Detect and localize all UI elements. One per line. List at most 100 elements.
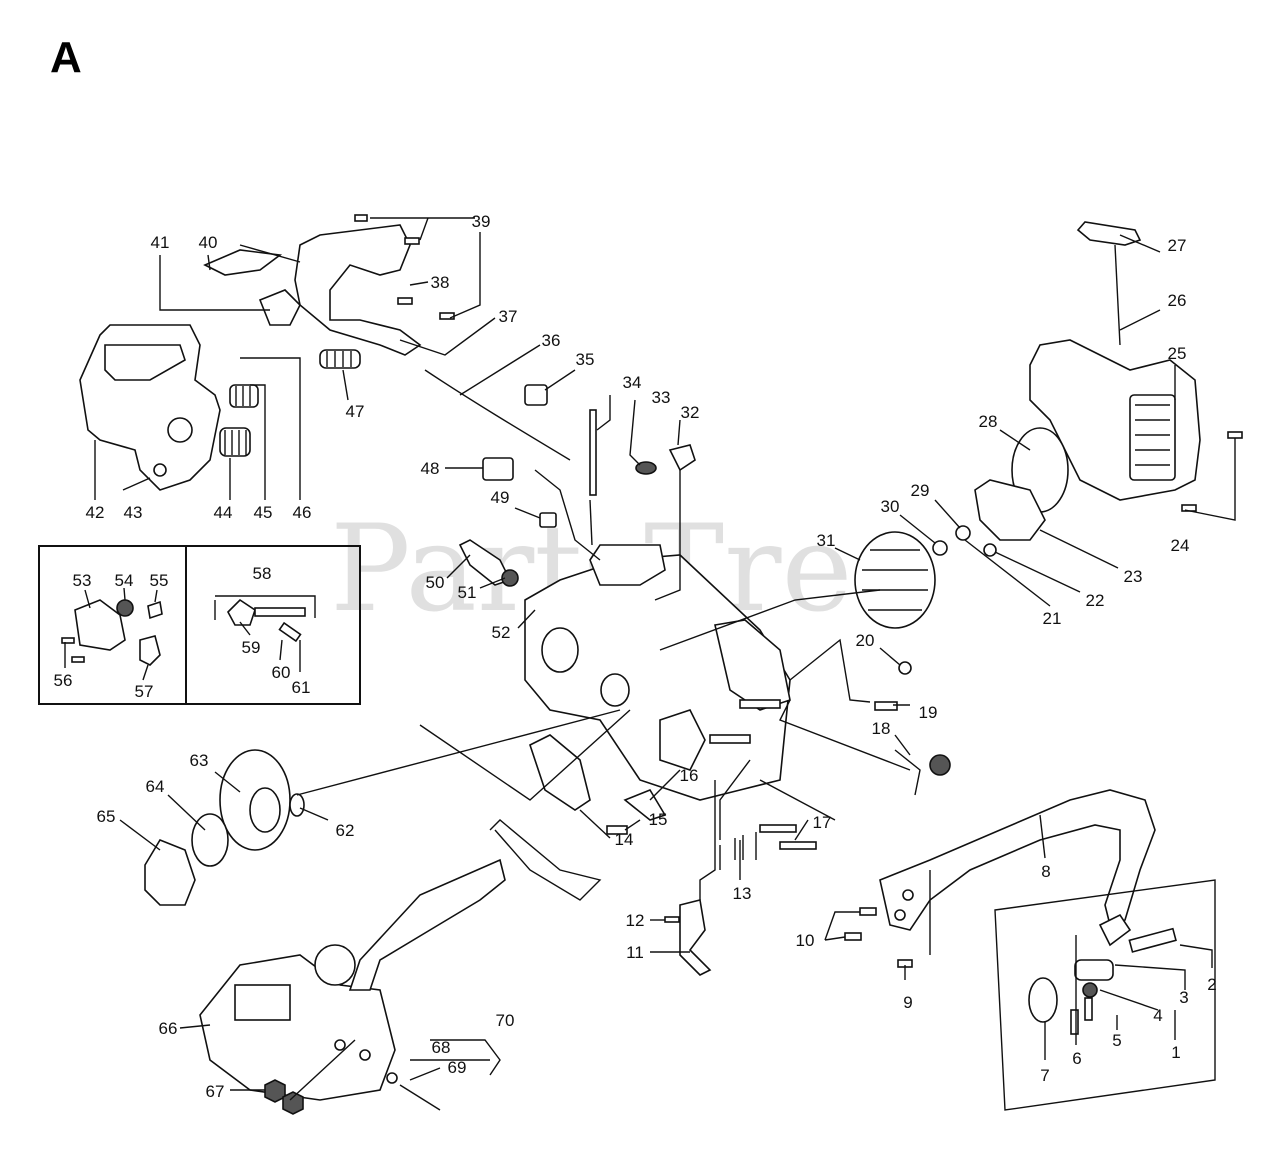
- part-32-drawing: [668, 444, 696, 472]
- inset-box-right: [185, 545, 361, 705]
- callout-7: 7: [1040, 1066, 1049, 1085]
- callout-54: 54: [115, 571, 134, 590]
- part-35-drawing: [524, 384, 548, 406]
- sprocket-cover-drawing: [199, 858, 506, 1101]
- callout-33: 33: [652, 388, 671, 407]
- callout-62: 62: [336, 821, 355, 840]
- callout-42: 42: [86, 503, 105, 522]
- callout-14: 14: [615, 830, 634, 849]
- starter-pawl-23-drawing: [974, 479, 1046, 541]
- callout-21: 21: [1043, 609, 1062, 628]
- callout-4: 4: [1153, 1006, 1162, 1025]
- part-49-drawing: [539, 512, 557, 528]
- callout-58: 58: [253, 564, 272, 583]
- part-33-drawing: [635, 461, 657, 475]
- callout-50: 50: [426, 573, 445, 592]
- callout-46: 46: [293, 503, 312, 522]
- callout-11: 11: [626, 943, 644, 962]
- callout-43: 43: [124, 503, 143, 522]
- callout-2: 2: [1207, 975, 1216, 994]
- callout-65: 65: [97, 807, 116, 826]
- clutch-65-drawing: [144, 839, 196, 906]
- callout-59: 59: [242, 638, 261, 657]
- part-51-drawing: [501, 569, 519, 587]
- handle-assembly-drawing: [203, 214, 455, 356]
- part-20-drawing: [898, 661, 912, 675]
- callout-38: 38: [431, 273, 450, 292]
- washer-68-drawing: [386, 1072, 398, 1084]
- clutch-drum-63-inner: [249, 787, 281, 833]
- callout-27: 27: [1168, 236, 1187, 255]
- rear-handle-drawing: [79, 324, 221, 491]
- callout-63: 63: [190, 751, 209, 770]
- callout-37: 37: [499, 307, 518, 326]
- callout-26: 26: [1168, 291, 1187, 310]
- callout-47: 47: [346, 402, 365, 421]
- callout-20: 20: [856, 631, 875, 650]
- part-6-drawing: [1070, 1009, 1079, 1035]
- callout-23: 23: [1124, 567, 1143, 586]
- nut-67a-drawing: [264, 1079, 286, 1103]
- callout-28: 28: [979, 412, 998, 431]
- callout-1: 1: [1171, 1043, 1180, 1062]
- part-19-drawing: [874, 701, 898, 711]
- callout-6: 6: [1072, 1049, 1081, 1068]
- bolt-69-drawing: [399, 1084, 441, 1111]
- crankcase-drawing: [524, 544, 791, 801]
- callout-8: 8: [1041, 862, 1050, 881]
- callout-31: 31: [817, 531, 836, 550]
- screw-10b-drawing: [844, 932, 862, 941]
- part-30-drawing: [932, 540, 948, 556]
- callout-32: 32: [681, 403, 700, 422]
- screw-10a-drawing: [859, 907, 877, 916]
- part-48-drawing: [482, 457, 514, 481]
- callout-68: 68: [432, 1038, 451, 1057]
- part-18b-drawing: [929, 754, 951, 776]
- hand-guard-drawing: [879, 789, 1156, 931]
- spring-drawings: [219, 384, 259, 457]
- callout-53: 53: [73, 571, 92, 590]
- part-11-drawing: [679, 899, 712, 976]
- part-18-drawing: [894, 749, 921, 796]
- part-34-rod: [589, 409, 597, 496]
- plate-2-drawing: [1128, 927, 1177, 953]
- callout-69: 69: [448, 1058, 467, 1077]
- callout-35: 35: [576, 350, 595, 369]
- callout-51: 51: [458, 583, 477, 602]
- bolt-17b-drawing: [779, 841, 817, 850]
- callout-34: 34: [623, 373, 642, 392]
- callout-57: 57: [135, 682, 154, 701]
- callout-24: 24: [1171, 536, 1190, 555]
- callout-25: 25: [1168, 344, 1187, 363]
- spring-3-drawing: [1074, 959, 1114, 981]
- washer-64-drawing: [191, 813, 229, 867]
- callout-18: 18: [872, 719, 891, 738]
- part-22-drawing: [983, 543, 997, 557]
- callout-17: 17: [813, 813, 832, 832]
- callout-9: 9: [903, 993, 912, 1012]
- callout-29: 29: [911, 481, 930, 500]
- callout-67: 67: [206, 1082, 225, 1101]
- callout-70: 70: [496, 1011, 515, 1030]
- part-drawings: [79, 214, 1243, 1115]
- bolt-17a-drawing: [759, 824, 797, 833]
- callout-41: 41: [151, 233, 170, 252]
- callout-5: 5: [1112, 1031, 1121, 1050]
- screw-12-drawing: [664, 916, 680, 923]
- callout-66: 66: [159, 1019, 178, 1038]
- part-29-drawing: [955, 525, 971, 541]
- nut-67b-drawing: [282, 1091, 304, 1115]
- callout-22: 22: [1086, 591, 1105, 610]
- washer-62-drawing: [289, 793, 305, 817]
- callout-30: 30: [881, 497, 900, 516]
- part-4-drawing: [1082, 982, 1098, 998]
- callout-56: 56: [54, 671, 73, 690]
- part-5-drawing: [1084, 997, 1093, 1021]
- callout-52: 52: [492, 623, 511, 642]
- callout-44: 44: [214, 503, 233, 522]
- part-16-drawing: [623, 789, 667, 821]
- callout-61: 61: [292, 678, 311, 697]
- callout-16: 16: [680, 766, 699, 785]
- callout-12: 12: [626, 911, 645, 930]
